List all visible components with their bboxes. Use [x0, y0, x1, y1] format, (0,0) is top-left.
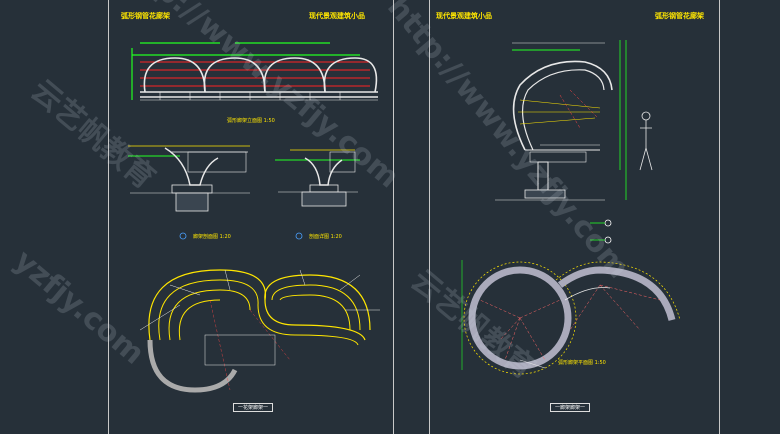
right-sheet-title: 现代景观建筑小品	[436, 12, 492, 20]
elevation-label: 弧形廊架立面图 1:50	[227, 118, 275, 124]
right-sheet-footer: 一廊架廊架一	[550, 403, 591, 412]
left-sheet-subtitle: 现代景观建筑小品	[309, 12, 365, 20]
right-sheet-subtitle: 弧形钢管花廊架	[655, 12, 704, 20]
north-arrow-icon	[604, 219, 612, 227]
right-elevation-drawing	[495, 40, 627, 201]
left-sheet-title: 弧形钢管花廊架	[121, 12, 170, 20]
left-drawing-sheet: 弧形钢管花廊架 现代景观建筑小品 弧形廊架立面图 1:50 廊架剖面图 1:20…	[108, 0, 394, 434]
section-b-drawing	[275, 149, 360, 207]
human-scale-figure-icon	[639, 111, 653, 171]
section-b-label: 剖面详图 1:20	[309, 234, 342, 240]
left-plan-drawing	[139, 269, 380, 393]
section-a-label: 廊架剖面图 1:20	[193, 234, 231, 240]
elevation-drawing	[131, 42, 360, 100]
section-a-marker-icon	[179, 232, 187, 240]
section-a-drawing	[128, 145, 250, 212]
plan-label: 弧形廊架平面图 1:50	[558, 360, 606, 366]
left-sheet-footer: 一花架廊架一	[233, 403, 274, 412]
right-plan-drawing	[461, 260, 681, 375]
right-drawing-sheet: 现代景观建筑小品 弧形钢管花廊架 弧形廊架平面图 1:50 一廊架廊架一	[429, 0, 720, 434]
section-b-marker-icon	[295, 232, 303, 240]
